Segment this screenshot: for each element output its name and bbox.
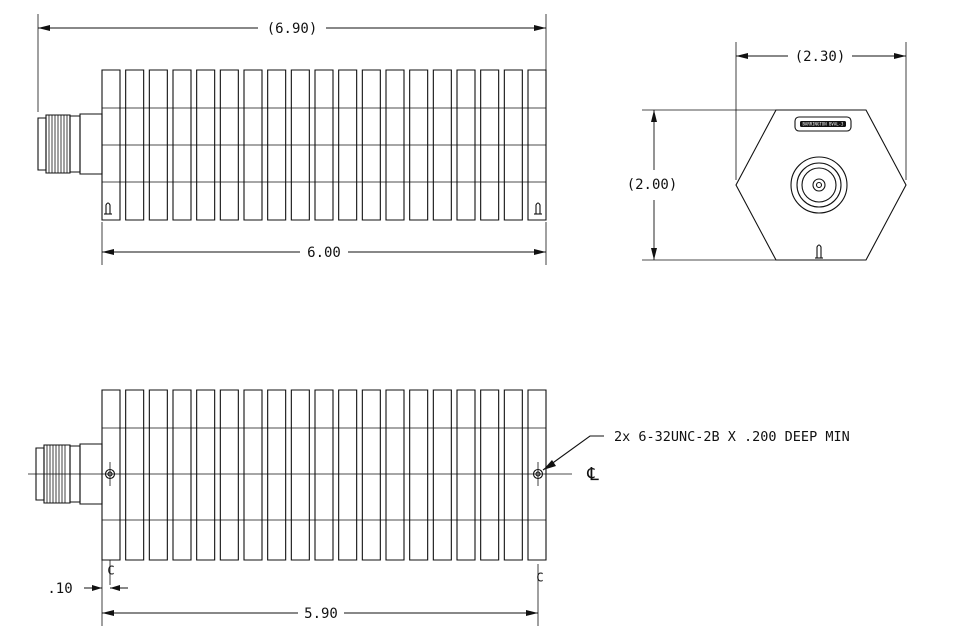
bottom-fin-10 (315, 390, 333, 560)
bottom-fin-2 (126, 390, 144, 560)
end-hidden-hole (815, 245, 823, 258)
tapped-hole-right (534, 462, 543, 486)
bottom-fin-12 (362, 390, 380, 560)
bottom-fin-15 (433, 390, 451, 560)
end-view: (2.30) (2.00) BARRINGTON BVAL-3 (627, 42, 906, 260)
centerline-symbol: ℄ (586, 464, 599, 485)
body-length-value: 6.00 (307, 245, 341, 261)
bottom-fin-18 (504, 390, 522, 560)
bottom-fin-16 (457, 390, 475, 560)
bottom-fin-5 (197, 390, 215, 560)
heatsink-fins-bottom (102, 390, 546, 560)
hidden-hole-right (534, 203, 542, 214)
width-value: (2.30) (795, 49, 846, 65)
bottom-fin-1 (102, 390, 120, 560)
label-plate-text: BARRINGTON BVAL-3 (803, 121, 845, 126)
hole-offset-dimension: C .10 (47, 560, 128, 626)
hidden-hole-left (104, 203, 112, 214)
bottom-fin-11 (339, 390, 357, 560)
hexagon-body (736, 110, 906, 260)
body-length-dimension: 6.00 (102, 245, 546, 261)
width-dimension: (2.30) (736, 49, 906, 65)
height-dimension: (2.00) (627, 110, 678, 260)
bottom-view: ℄ (28, 390, 850, 626)
bottom-fin-7 (244, 390, 262, 560)
bottom-fin-6 (220, 390, 238, 560)
bottom-fin-4 (173, 390, 191, 560)
centerline-mark-right: C (536, 571, 543, 585)
bottom-fin-8 (268, 390, 286, 560)
hole-offset-value: .10 (47, 581, 72, 597)
tapped-hole-callout: 2x 6-32UNC-2B X .200 DEEP MIN (614, 429, 850, 445)
bottom-fin-14 (410, 390, 428, 560)
tapped-hole-left (106, 462, 115, 486)
bottom-fin-17 (481, 390, 499, 560)
connector-face (791, 157, 847, 213)
hole-spacing-value: 5.90 (304, 606, 338, 622)
label-plate: BARRINGTON BVAL-3 (795, 117, 851, 131)
overall-length-value: (6.90) (267, 21, 318, 37)
overall-length-dimension: (6.90) (38, 21, 546, 37)
centerline-mark-left: C (107, 564, 114, 578)
height-value: (2.00) (627, 177, 678, 193)
bottom-fin-13 (386, 390, 404, 560)
bottom-fin-9 (291, 390, 309, 560)
bottom-fin-3 (149, 390, 167, 560)
hole-spacing-dimension: C 5.90 (102, 564, 544, 626)
bottom-fin-19 (528, 390, 546, 560)
tapped-hole-leader (543, 436, 604, 470)
top-view: (6.90) (38, 14, 546, 265)
n-connector-top (38, 114, 102, 174)
